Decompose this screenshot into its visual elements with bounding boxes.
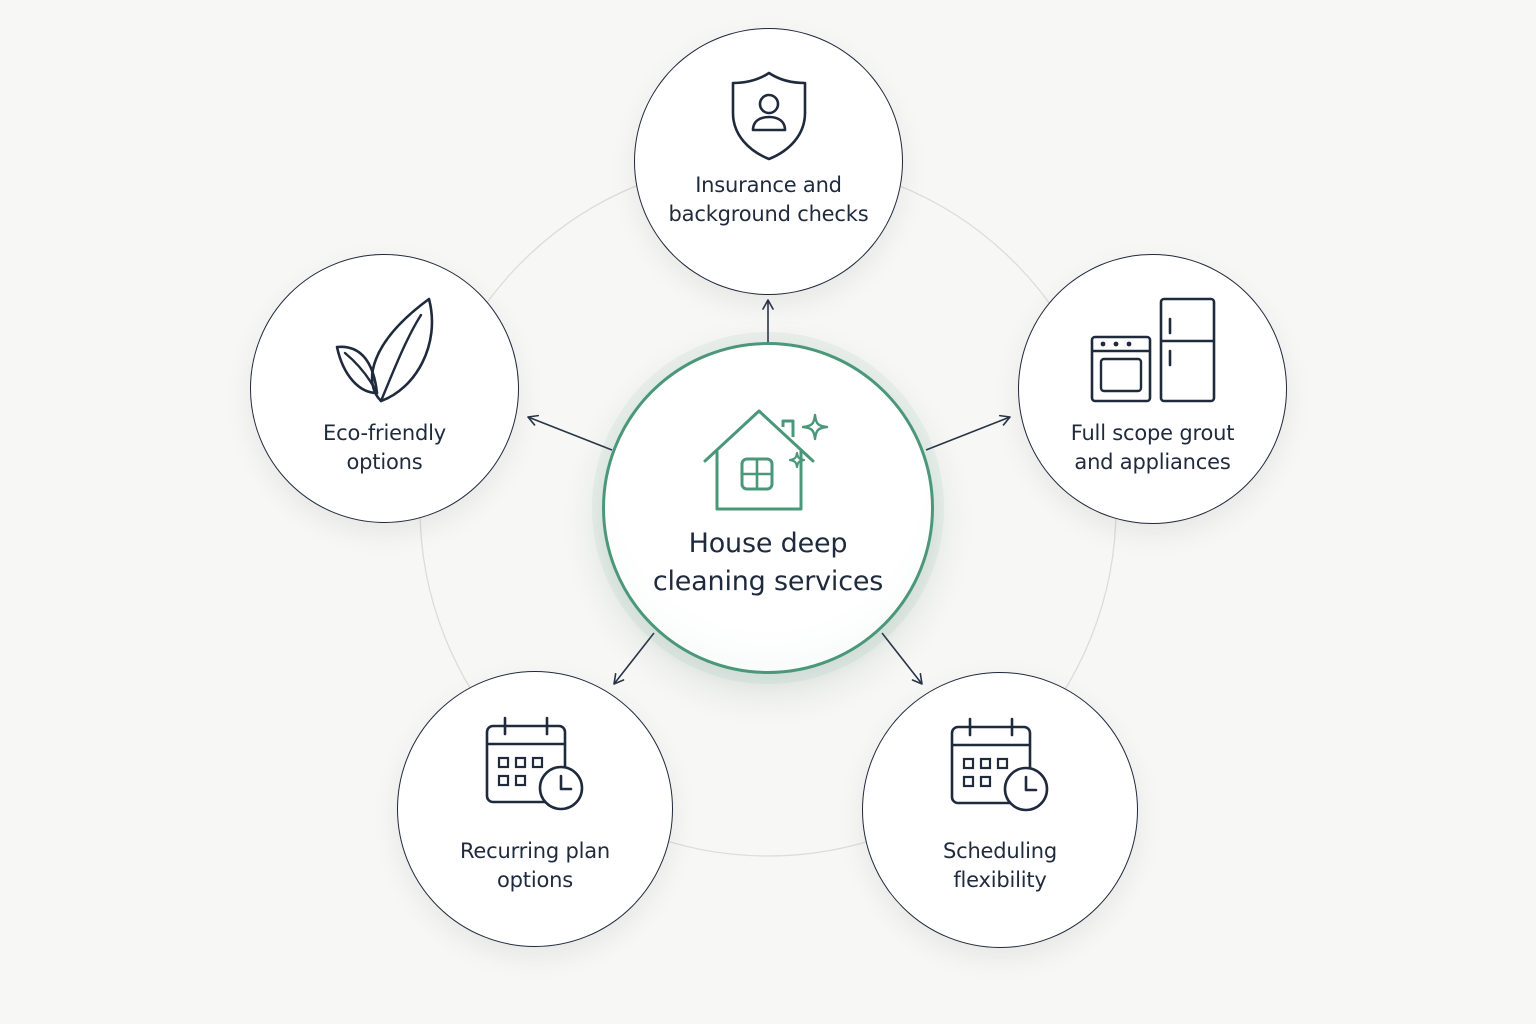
arrow-to-scheduling — [881, 632, 923, 685]
node-recurring: Recurring plan options — [397, 671, 673, 947]
node-insurance: Insurance and background checks — [634, 28, 903, 295]
shield-user-icon — [731, 71, 806, 161]
calendar-clock-icon — [485, 716, 584, 811]
center-node: House deep cleaning services — [602, 342, 934, 674]
center-label: House deep cleaning services — [652, 528, 884, 597]
node-full-scope: Full scope grout and appliances — [1018, 254, 1287, 524]
arrow-to-eco — [527, 414, 613, 451]
arrow-to-full-scope — [925, 414, 1011, 451]
node-scheduling: Scheduling flexibility — [862, 672, 1138, 948]
node-label: Scheduling flexibility — [942, 839, 1058, 892]
house-sparkle-icon — [703, 409, 829, 511]
leaf-icon — [335, 297, 433, 403]
arrow-to-recurring — [613, 632, 655, 685]
oven-fridge-icon — [1090, 297, 1215, 403]
calendar-clock-icon — [950, 717, 1049, 812]
node-label: Full scope grout and appliances — [1070, 421, 1235, 474]
node-label: Recurring plan options — [459, 839, 610, 892]
node-label: Eco-friendly options — [323, 421, 446, 474]
node-eco: Eco-friendly options — [250, 254, 519, 523]
node-label: Insurance and background checks — [668, 173, 869, 226]
